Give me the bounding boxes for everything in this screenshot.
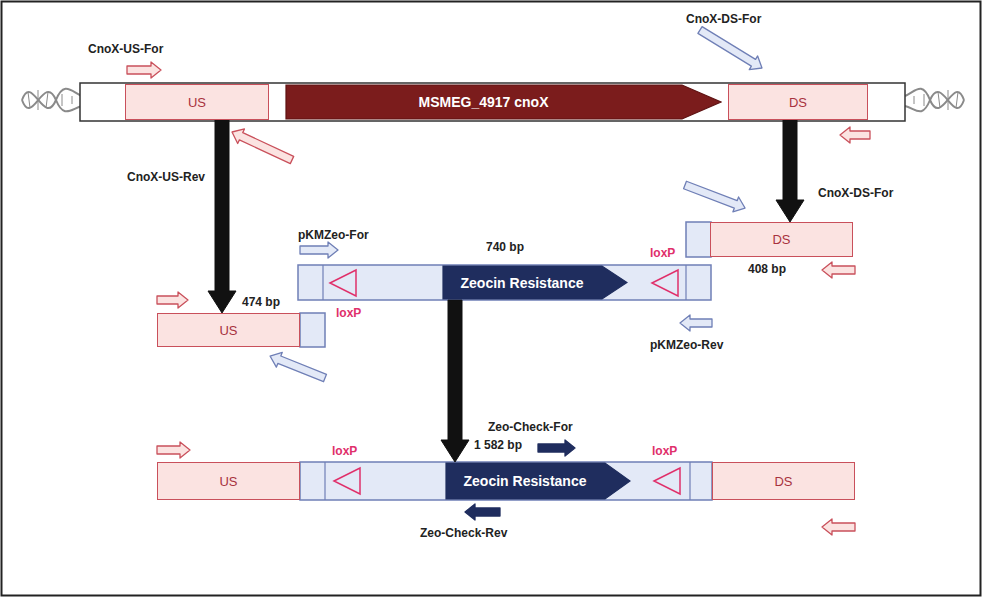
arrow-outline xyxy=(446,463,630,499)
primer-label: 1 582 bp xyxy=(474,438,522,452)
site-label: loxP xyxy=(652,444,677,458)
gene-arrow: MSMEG_4917 cnoX xyxy=(285,84,722,120)
node-text: MSMEG_4917 cnoX xyxy=(419,94,549,110)
primer-arrow xyxy=(822,262,855,278)
overlap-tail xyxy=(686,222,711,257)
downstream-fragment: DS xyxy=(710,222,853,257)
primer-arrow xyxy=(682,178,748,216)
node-text: DS xyxy=(774,474,792,489)
primer-arrow xyxy=(157,442,190,458)
primer-label: 474 bp xyxy=(242,295,280,309)
primer-label: pKMZeo-Rev xyxy=(650,338,723,352)
node-text: Zeocin Resistance xyxy=(461,275,584,291)
primer-arrow xyxy=(822,519,855,535)
primer-arrow xyxy=(696,23,766,75)
primer-arrow xyxy=(538,440,575,456)
arrow-outline xyxy=(443,266,627,299)
primer-arrow xyxy=(229,125,296,167)
node-text: DS xyxy=(772,232,790,247)
dna-helix-left xyxy=(22,89,82,112)
downstream-region: DS xyxy=(728,84,868,120)
primer-label: CnoX-US-For xyxy=(88,42,163,56)
node-text: Zeocin Resistance xyxy=(464,473,587,489)
node-text: DS xyxy=(789,95,807,110)
node-text: US xyxy=(219,323,237,338)
node-text: US xyxy=(219,474,237,489)
primer-label: Zeo-Check-For xyxy=(488,420,573,434)
overlap-tail xyxy=(300,313,325,347)
primer-arrow xyxy=(300,242,338,258)
primer-label: pKMZeo-For xyxy=(298,228,369,242)
process-arrow xyxy=(441,300,469,462)
arrow-outline xyxy=(286,85,721,119)
primer-label: CnoX-US-Rev xyxy=(127,170,205,184)
primer-arrow xyxy=(267,349,328,386)
upstream-region: US xyxy=(125,84,269,120)
zeocin-cassette xyxy=(298,265,711,300)
downstream-region: DS xyxy=(712,462,855,500)
node-text: US xyxy=(188,95,206,110)
resistance-gene: Zeocin Resistance xyxy=(445,462,631,500)
site-label: loxP xyxy=(332,444,357,458)
site-label: loxP xyxy=(336,306,361,320)
primer-label: Zeo-Check-Rev xyxy=(420,526,507,540)
resistance-gene: Zeocin Resistance xyxy=(442,265,628,300)
process-arrow xyxy=(776,120,804,222)
primer-arrow xyxy=(840,127,870,143)
chromosome-region xyxy=(80,83,905,121)
primer-label: 408 bp xyxy=(748,262,786,276)
primer-arrow xyxy=(680,315,712,331)
dna-helix-right xyxy=(905,89,964,112)
upstream-region: US xyxy=(157,462,300,500)
process-arrow xyxy=(208,120,236,313)
upstream-fragment: US xyxy=(157,313,300,347)
final-construct-cassette xyxy=(300,462,712,500)
primer-label: CnoX-DS-For xyxy=(818,186,893,200)
primer-arrow xyxy=(127,62,161,78)
site-label: loxP xyxy=(650,246,675,260)
primer-arrow xyxy=(465,504,500,520)
primer-label: CnoX-DS-For xyxy=(686,12,761,26)
primer-arrow xyxy=(157,292,188,308)
primer-label: 740 bp xyxy=(486,240,524,254)
